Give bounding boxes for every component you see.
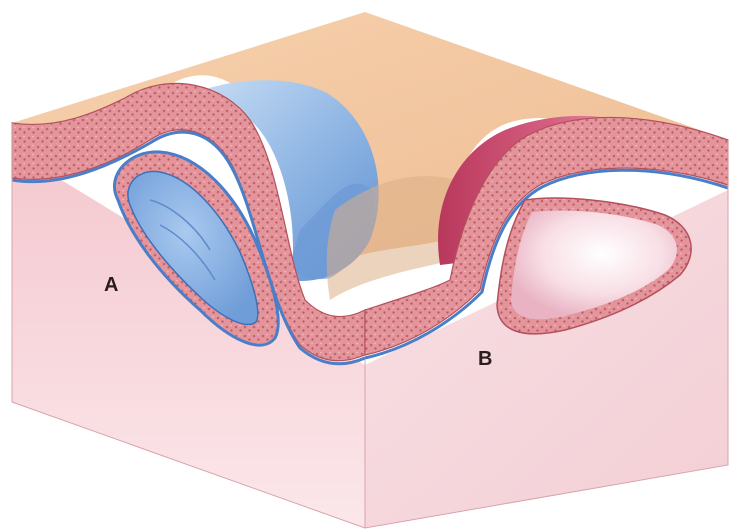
label-a: A <box>104 274 118 296</box>
label-b: B <box>478 348 492 370</box>
